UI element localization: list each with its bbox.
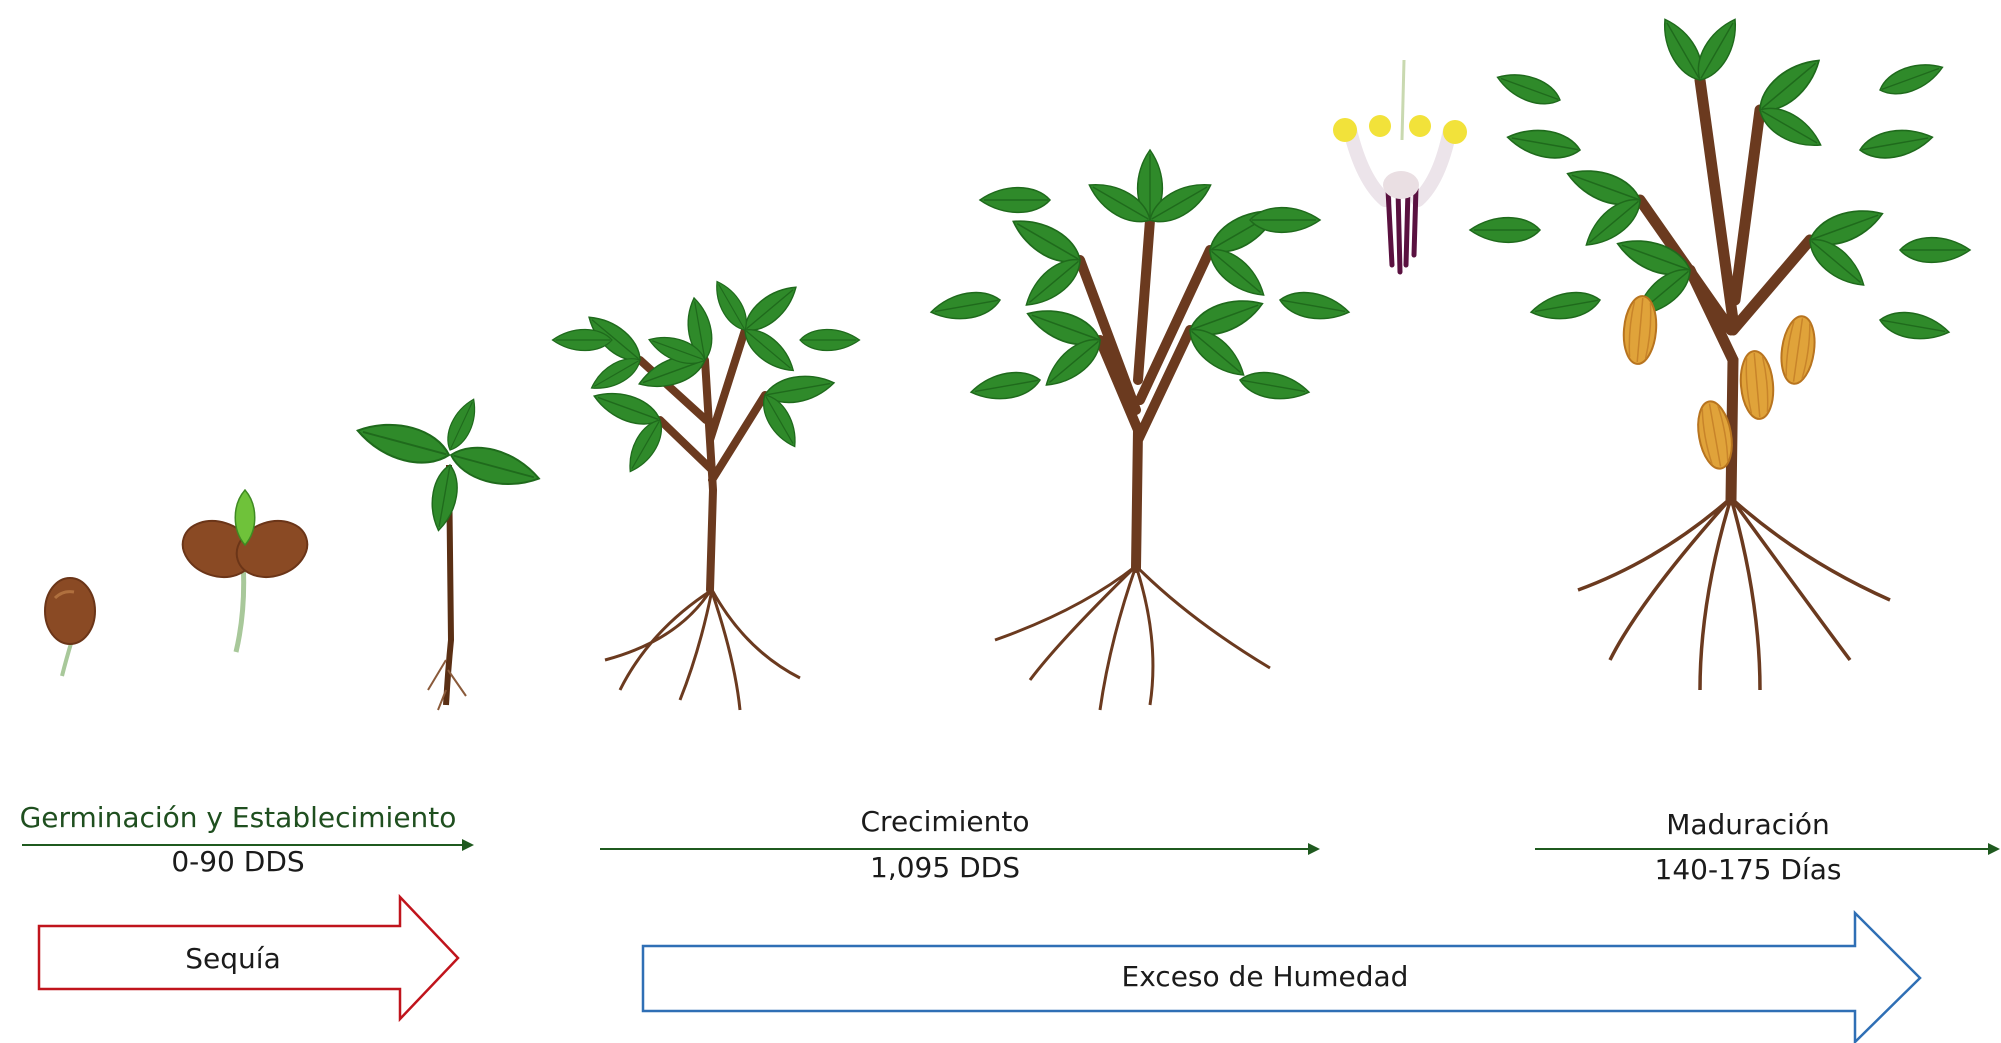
cacao-flower-icon	[1333, 60, 1467, 272]
stage-maturation: Maduración 140-175 Días	[1535, 808, 1998, 886]
stress-excess-humidity: Exceso de Humedad	[643, 913, 1920, 1042]
stage-duration-maturation: 140-175 Días	[1655, 853, 1842, 886]
fruiting-tree-icon	[1470, 13, 1970, 690]
stage-duration-germination: 0-90 DDS	[171, 845, 304, 878]
seed-icon	[45, 578, 95, 676]
stage-label-germination: Germinación y Establecimiento	[20, 801, 457, 834]
stage-growth: Crecimiento 1,095 DDS	[600, 805, 1318, 884]
stage-germination: Germinación y Establecimiento 0-90 DDS	[20, 801, 472, 878]
stage-label-growth: Crecimiento	[861, 805, 1030, 838]
tree-icon	[929, 150, 1351, 710]
excess-humidity-label: Exceso de Humedad	[1122, 960, 1409, 993]
stage-label-maturation: Maduración	[1666, 808, 1830, 841]
seedling-icon	[353, 395, 543, 710]
stage-duration-growth: 1,095 DDS	[870, 851, 1020, 884]
sprouting-seed-icon	[175, 490, 314, 652]
drought-label: Sequía	[185, 942, 280, 975]
young-tree-icon	[553, 277, 860, 710]
stress-drought: Sequía	[39, 897, 458, 1019]
